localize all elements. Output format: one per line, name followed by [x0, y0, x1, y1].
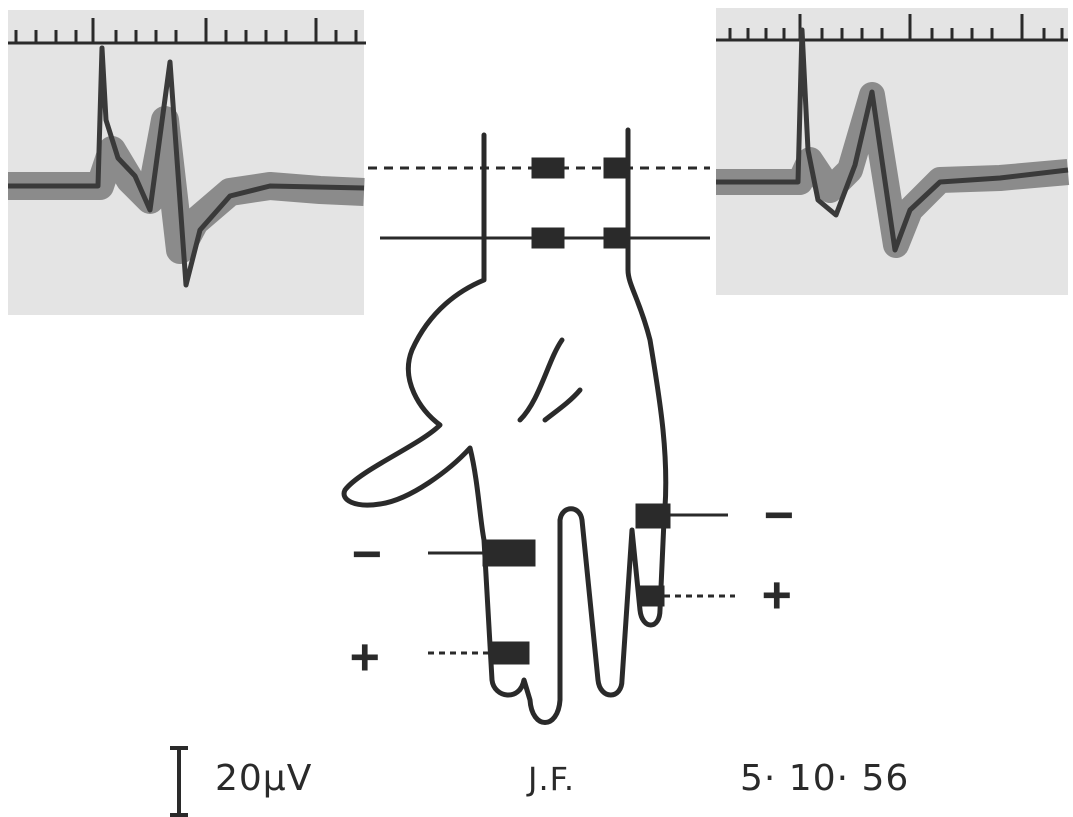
- subject-initials: J.F.: [526, 760, 575, 798]
- calibration-label: 20µV: [215, 758, 312, 799]
- right-oscilloscope-trace: [716, 8, 1068, 295]
- left-finger-electrodes: − +: [348, 531, 535, 680]
- hand-outline: [344, 130, 666, 723]
- left-finger-plus-sign: +: [348, 634, 382, 680]
- hand-contour: [344, 130, 666, 723]
- wrist-electrodes: [368, 158, 710, 248]
- right-finger-electrodes: − +: [636, 492, 796, 618]
- palm-crease: [545, 390, 580, 420]
- upper-left-electrode: [532, 158, 564, 178]
- upper-right-electrode: [604, 158, 628, 178]
- left-finger-minus-sign: −: [350, 531, 384, 577]
- lower-right-electrode: [604, 228, 628, 248]
- right-finger-plus-sign: +: [760, 572, 794, 618]
- lower-left-electrode: [532, 228, 564, 248]
- left-finger-proximal-electrode: [483, 540, 535, 566]
- right-finger-proximal-electrode: [636, 504, 670, 528]
- right-finger-minus-sign: −: [762, 492, 796, 538]
- left-finger-distal-electrode: [491, 642, 529, 664]
- left-oscilloscope-trace: [8, 10, 366, 315]
- thumb-crease: [520, 340, 562, 420]
- recording-date: 5· 10· 56: [740, 758, 909, 799]
- right-finger-distal-electrode: [640, 586, 664, 606]
- calibration-bar: [170, 748, 188, 815]
